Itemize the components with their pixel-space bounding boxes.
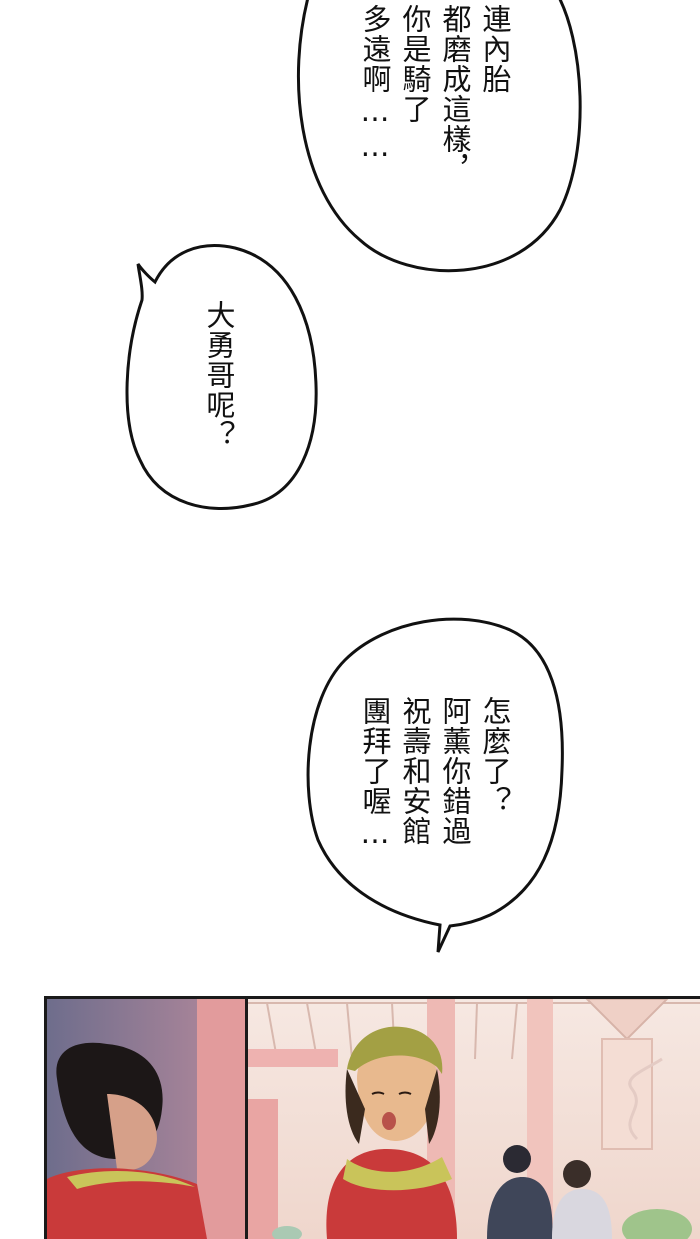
bubble1-line4: 多遠啊…… bbox=[358, 4, 392, 164]
speech-bubble-3 bbox=[306, 617, 564, 953]
left-man-figure bbox=[47, 1042, 207, 1239]
bubble1-line2: 都磨成這樣， bbox=[438, 4, 472, 184]
bubble3-line1: 怎麼了？ bbox=[478, 696, 512, 816]
bubble1-line1: 連內胎 bbox=[478, 4, 512, 94]
speech-bubble-1 bbox=[296, 0, 582, 273]
bubble2-line1: 大勇哥呢？ bbox=[202, 300, 236, 450]
bubble3-line3: 祝壽和安館 bbox=[398, 696, 432, 846]
comic-panel bbox=[44, 996, 700, 1239]
speech-bubble-2 bbox=[125, 244, 318, 511]
bubble3-line2: 阿薰你錯過 bbox=[438, 696, 472, 846]
center-man-figure bbox=[326, 1026, 457, 1239]
bubble1-line3: 你是騎了 bbox=[398, 4, 432, 124]
speech-bubbles-layer bbox=[125, 0, 582, 953]
temple-scene-illustration bbox=[47, 999, 700, 1239]
bubble3-line4: 團拜了喔… bbox=[358, 696, 392, 851]
